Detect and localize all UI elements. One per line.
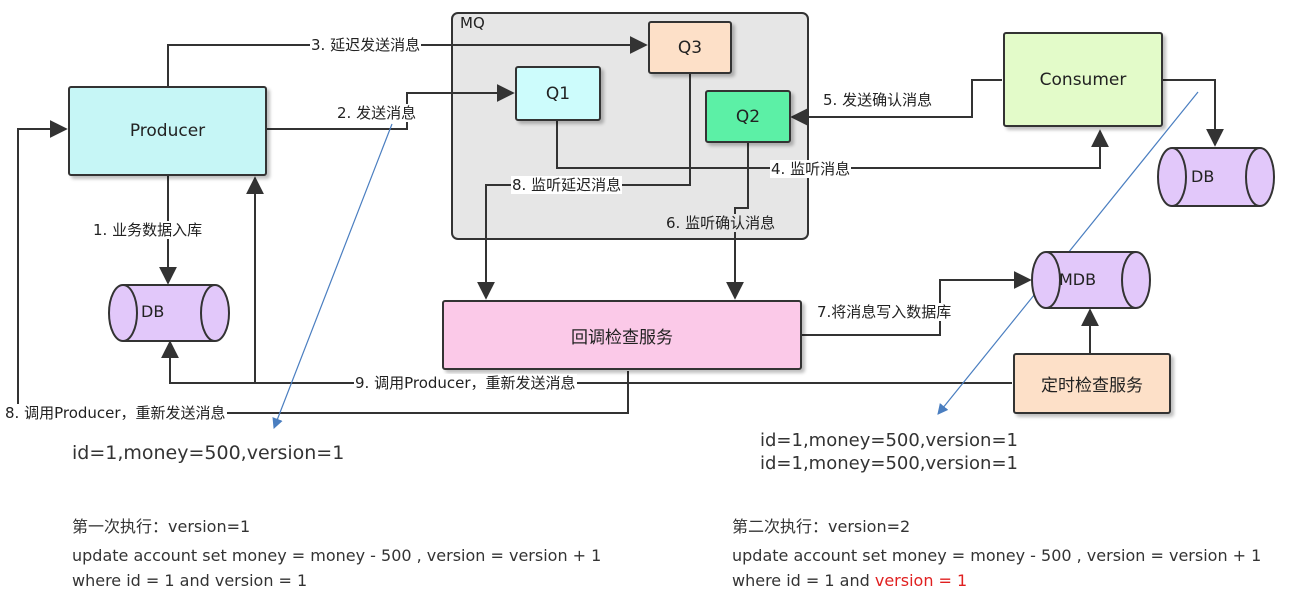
edge-7-label: 7.将消息写入数据库 xyxy=(816,303,953,321)
producer-label: Producer xyxy=(129,121,206,141)
right-sql-line2-highlight: version = 1 xyxy=(874,571,968,590)
db-right-cylinder xyxy=(1157,147,1275,207)
right-sql-line2: where id = 1 and version = 1 xyxy=(732,570,967,591)
timer-service-node: 定时检查服务 xyxy=(1013,353,1171,414)
edge-6-label: 6. 监听确认消息 xyxy=(665,214,777,232)
edge-6-line xyxy=(726,143,749,300)
mq-label: MQ xyxy=(460,14,485,32)
db-right-label: DB xyxy=(1191,167,1215,186)
right-sql-line1: update account set money = money - 500 ,… xyxy=(732,546,1262,565)
edge-5-line xyxy=(790,79,1002,126)
right-record-note-1: id=1,money=500,version=1 xyxy=(760,430,1018,451)
callback-service-label: 回调检查服务 xyxy=(571,327,673,348)
q3-node: Q3 xyxy=(648,21,732,74)
consumer-node: Consumer xyxy=(1003,32,1163,127)
edge-9-label: 9. 调用Producer，重新发送消息 xyxy=(354,374,577,392)
edge-5-label: 5. 发送确认消息 xyxy=(822,91,934,109)
q2-node: Q2 xyxy=(705,90,791,143)
left-record-note: id=1,money=500,version=1 xyxy=(72,442,345,464)
edge-consumer-db-line xyxy=(1163,79,1224,147)
consumer-label: Consumer xyxy=(1039,69,1127,90)
q2-label: Q2 xyxy=(735,106,761,127)
db-left-label: DB xyxy=(141,302,165,321)
q1-node: Q1 xyxy=(515,66,601,121)
edge-3-line xyxy=(167,36,648,86)
right-sql-title: 第二次执行：version=2 xyxy=(732,517,911,536)
edge-8b-label: 8. 调用Producer，重新发送消息 xyxy=(4,404,227,422)
right-record-note-2: id=1,money=500,version=1 xyxy=(760,453,1018,474)
right-sql-line2-prefix: where id = 1 and xyxy=(732,571,875,590)
left-sql-title: 第一次执行：version=1 xyxy=(72,517,251,536)
callback-service-node: 回调检查服务 xyxy=(442,300,802,370)
mdb-cylinder xyxy=(1031,251,1151,309)
edge-4-label: 4. 监听消息 xyxy=(770,160,852,178)
timer-service-label: 定时检查服务 xyxy=(1041,376,1143,396)
left-sql-line1: update account set money = money - 500 ,… xyxy=(72,546,602,565)
edge-2-label: 2. 发送消息 xyxy=(336,104,418,122)
edge-1-label: 1. 业务数据入库 xyxy=(92,221,204,239)
mdb-label: MDB xyxy=(1059,270,1097,289)
q1-label: Q1 xyxy=(545,83,571,104)
edge-3-label: 3. 延迟发送消息 xyxy=(310,36,422,54)
edge-8a-label: 8. 监听延迟消息 xyxy=(511,176,623,194)
q3-label: Q3 xyxy=(677,37,703,58)
edge-9-line xyxy=(161,340,1012,384)
left-sql-line2: where id = 1 and version = 1 xyxy=(72,571,308,590)
producer-node: Producer xyxy=(68,86,267,176)
db-left-cylinder xyxy=(108,284,230,342)
blue-arrow-left xyxy=(272,123,393,430)
